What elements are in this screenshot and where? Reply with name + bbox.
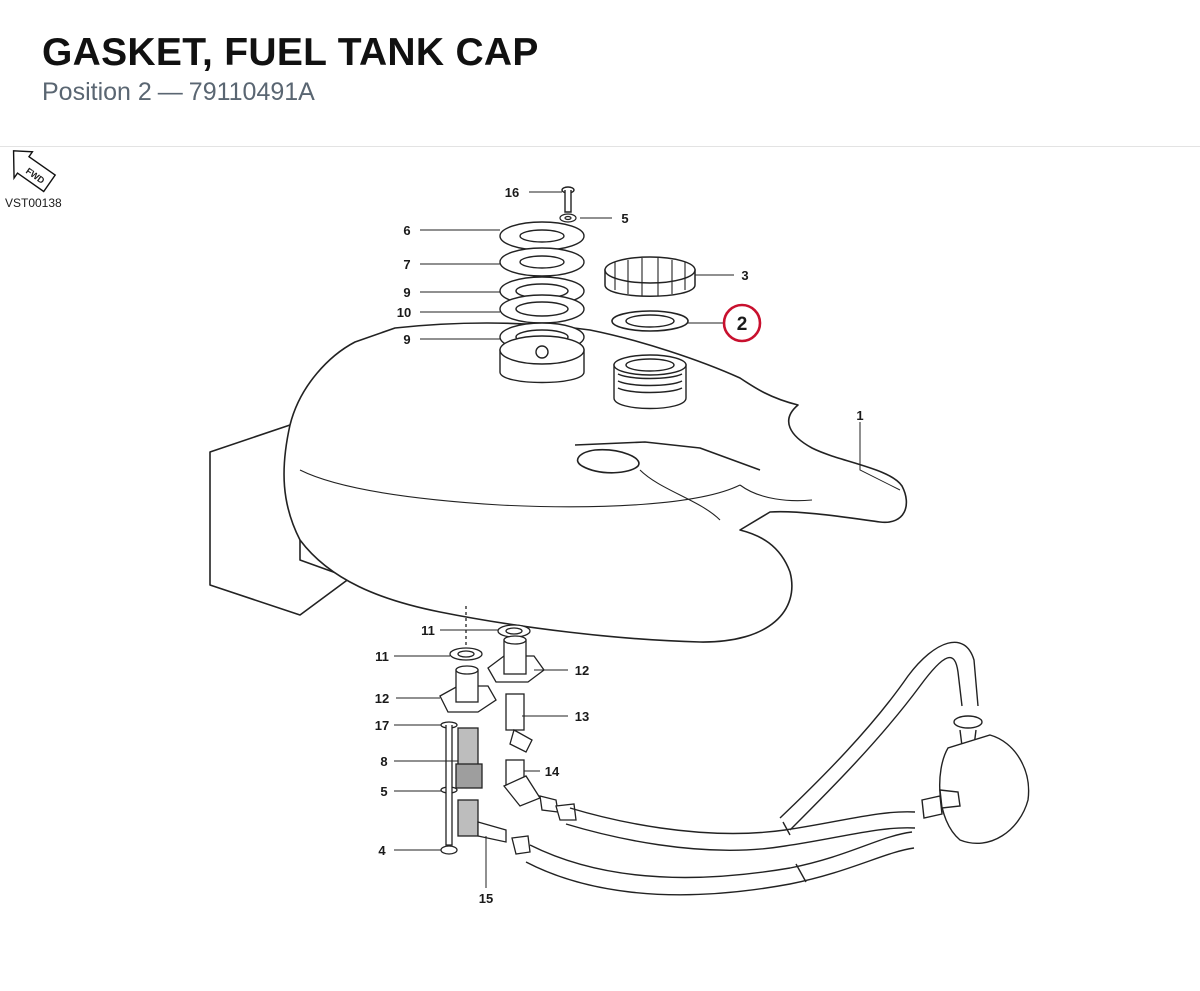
callout-13[interactable]: 13: [575, 709, 589, 724]
callout-3[interactable]: 3: [741, 268, 748, 283]
position-label: Position 2: [42, 78, 152, 106]
callout-8[interactable]: 8: [380, 754, 387, 769]
callout-16[interactable]: 16: [505, 185, 519, 200]
callout-11-right[interactable]: 11: [421, 623, 435, 638]
washer-part-5-top[interactable]: [559, 213, 577, 223]
callout-14[interactable]: 14: [545, 764, 560, 779]
callout-10[interactable]: 10: [397, 305, 411, 320]
fuel-sender-stack: [499, 221, 585, 384]
screw-part-16[interactable]: [561, 186, 575, 213]
leader-lines: [394, 191, 901, 888]
page-subtitle: Position 2—79110491A: [42, 76, 315, 108]
fwd-arrow-icon: FWD: [12, 150, 57, 193]
gasket-part-2[interactable]: [611, 310, 689, 332]
callout-5-top[interactable]: 5: [621, 211, 628, 226]
page-title: GASKET, FUEL TANK CAP: [42, 31, 539, 74]
callout-7[interactable]: 7: [403, 257, 410, 272]
fuel-tank-body: [209, 322, 908, 643]
callout-12-left[interactable]: 12: [375, 691, 389, 706]
callout-1[interactable]: 1: [856, 408, 863, 423]
callout-labels: 16 5 6 7 3 9 10 9 2 1 11 11 12 12 13 17 …: [375, 185, 864, 906]
filler-neck: [613, 354, 687, 410]
fuel-pump: [921, 715, 1030, 845]
reference-code: VST00138: [5, 196, 62, 210]
page-header: GASKET, FUEL TANK CAP Position 2—7911049…: [0, 0, 1200, 147]
lower-fittings: [439, 606, 577, 855]
callout-12-right[interactable]: 12: [575, 663, 589, 678]
fuel-cap-part-3[interactable]: [604, 256, 696, 297]
callout-17[interactable]: 17: [375, 718, 389, 733]
callout-2[interactable]: 2: [737, 314, 748, 335]
exploded-parts-diagram: FWD VST00138: [5, 150, 1030, 906]
callout-11-left[interactable]: 11: [375, 649, 389, 664]
callout-5-lower[interactable]: 5: [380, 784, 387, 799]
callout-15[interactable]: 15: [479, 891, 493, 906]
callout-6[interactable]: 6: [403, 223, 410, 238]
callout-9-upper[interactable]: 9: [403, 285, 410, 300]
callout-2-highlight-ring: [722, 303, 762, 343]
fuel-hoses: [525, 641, 979, 896]
subtitle-separator: —: [157, 78, 183, 106]
part-number: 79110491A: [188, 78, 315, 106]
callout-4[interactable]: 4: [378, 843, 386, 858]
callout-9-lower[interactable]: 9: [403, 332, 410, 347]
